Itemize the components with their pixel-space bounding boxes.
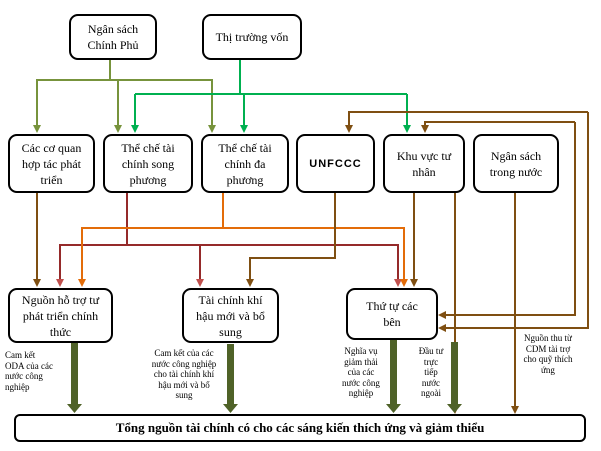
feedback-links xyxy=(345,111,589,332)
node-capital-market: Thị trường vốn xyxy=(202,14,302,60)
note-oda-commitment: Cam kết ODA của các nước công nghiệp xyxy=(5,350,53,392)
note-reduction-obligation: Nghĩa vụ giảm thải của các nước công ngh… xyxy=(342,346,380,398)
node-new-climate-finance: Tài chính khí hậu mới và bổ sung xyxy=(182,288,279,343)
capital-market-links xyxy=(131,60,411,133)
total-finance-label: Tổng nguồn tài chính có cho các sáng kiế… xyxy=(115,420,485,435)
node-dev-agencies: Các cơ quan hợp tác phát triển xyxy=(8,134,95,193)
total-finance-box: Tổng nguồn tài chính có cho các sáng kiế… xyxy=(14,414,586,442)
node-third-parties: Thứ tự các bên xyxy=(346,288,438,340)
govt-budget-links xyxy=(33,60,216,133)
node-domestic-budget: Ngân sách trong nước xyxy=(473,134,559,193)
node-govt-budget: Ngân sách Chính Phủ xyxy=(69,14,157,60)
total-arrows xyxy=(67,340,462,413)
node-bilateral: Thể chế tài chính song phương xyxy=(103,134,193,193)
node-private-sector: Khu vực tư nhân xyxy=(383,134,465,193)
note-cdm-revenue: Nguồn thu từ CDM tài trợ cho quỹ thích ứ… xyxy=(523,333,573,375)
note-industrial-commitment: Cam kết của các nước công nghiệp cho tài… xyxy=(151,348,217,400)
node-multilateral: Thể chế tài chính đa phương xyxy=(201,134,289,193)
node-unfccc: UNFCCC xyxy=(296,134,375,193)
note-fdi: Đầu tư trực tiếp nước ngoài xyxy=(418,346,444,398)
node-dev-assistance: Nguồn hỗ trợ tư phát triển chính thức xyxy=(8,288,113,343)
